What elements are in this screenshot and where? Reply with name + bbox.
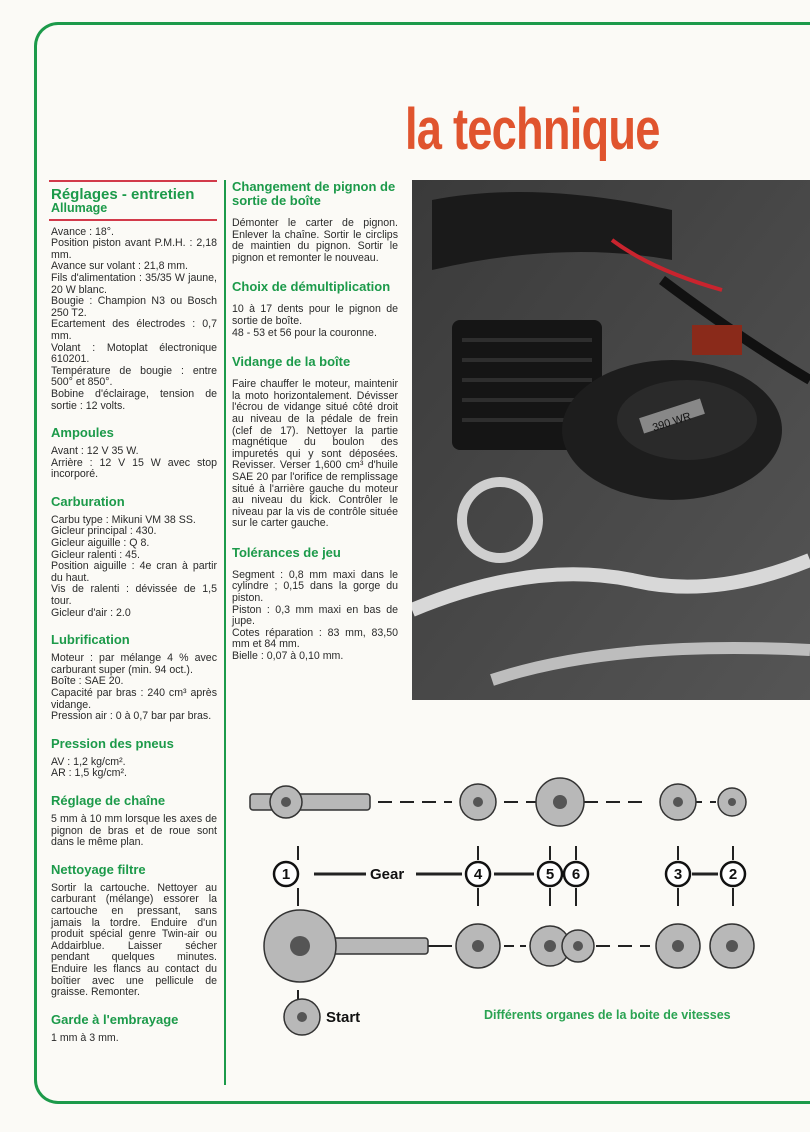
section-heading: Nettoyage filtre [51, 861, 146, 877]
spec-line: AV : 1,2 kg/cm². [51, 755, 126, 768]
spec-line: Fils d'alimentation : 35/35 W jaune, 20 … [51, 271, 217, 296]
sub-heading: Allumage [51, 201, 108, 215]
spec-line: 48 - 53 et 56 pour la couronne. [232, 326, 377, 339]
section-heading: Tolérances de jeu [232, 544, 341, 560]
red-rule [49, 218, 217, 221]
section-heading: Garde à l'embrayage [51, 1011, 179, 1027]
start-label: Start [326, 1009, 360, 1026]
spec-line: Avant : 12 V 35 W. [51, 445, 139, 458]
spec-line: Avance : 18°. [51, 225, 114, 238]
gear-number: 6 [572, 866, 580, 883]
spec-line: Segment : 0,8 mm maxi dans le cylindre ;… [232, 568, 398, 605]
spec-line: Avance sur volant : 21,8 mm. [51, 260, 188, 273]
spec-line: Ecartement des électrodes : 0,7 mm. [51, 318, 217, 342]
spec-line: Bougie : Champion N3 ou Bosch 250 T2. [51, 295, 217, 319]
spec-line: Position piston avant P.M.H. : 2,18 mm. [51, 237, 217, 261]
engine-photo: 390 WR [412, 180, 810, 700]
spec-line: Position aiguille : 4e cran à partir du … [51, 560, 217, 584]
left-column: Réglages - entretien Allumage Avance : 1… [49, 180, 217, 1044]
spec-line: Vis de ralenti : dévissée de 1,5 tour. [51, 583, 217, 608]
spec-line: Gicleur ralenti : 45. [51, 548, 140, 561]
column-divider [224, 180, 226, 1085]
spec-line: AR : 1,5 kg/cm². [51, 767, 127, 780]
diagram-caption: Différents organes de la boite de vitess… [484, 1008, 731, 1022]
spec-line: Boîte : SAE 20. [51, 675, 124, 688]
gear-number: 3 [674, 866, 682, 883]
gear-number: 2 [729, 866, 737, 883]
body-text: 1 mm à 3 mm. [51, 1031, 119, 1044]
section-heading: Vidange de la boîte [232, 354, 351, 370]
section-heading: Lubrification [51, 632, 130, 648]
body-text: Sortir la cartouche. Nettoyer au carbura… [51, 881, 217, 999]
spec-line: Gicleur d'air : 2.0 [51, 606, 131, 619]
section-heading: Pression des pneus [51, 735, 174, 751]
spec-line: Arrière : 12 V 15 W avec stop incorporé. [51, 456, 217, 481]
spec-line: Moteur : par mélange 4 % avec carburant … [51, 652, 217, 676]
main-heading: Réglages - entretien [51, 186, 195, 203]
spec-line: Bielle : 0,07 à 0,10 mm. [232, 650, 344, 663]
red-rule [49, 180, 217, 182]
spec-line: Piston : 0,3 mm maxi en bas de jupe. [232, 603, 398, 628]
spec-line: Pression air : 0 à 0,7 bar par bras. [51, 710, 212, 723]
section-heading: Carburation [51, 493, 125, 509]
spec-line: Carbu type : Mikuni VM 38 SS. [51, 513, 196, 526]
section-heading: Changement de pignon de sortie de boîte [232, 179, 396, 208]
section-heading: Ampoules [51, 425, 114, 441]
body-text: Faire chauffer le moteur, maintenir la m… [232, 378, 398, 530]
section-heading: Choix de démultiplication [232, 279, 391, 295]
spec-line: 10 à 17 dents pour le pignon de sortie d… [232, 303, 398, 327]
spec-line: Capacité par bras : 240 cm³ après vidang… [51, 687, 217, 711]
spec-line: Bobine d'éclairage, tension de sortie : … [51, 387, 217, 412]
section-heading: Réglage de chaîne [51, 792, 166, 808]
spec-line: Gicleur aiguille : Q 8. [51, 537, 150, 550]
page-border [34, 22, 810, 1104]
body-text: 5 mm à 10 mm lorsque les axes de pignon … [51, 812, 217, 849]
gear-number: 5 [546, 866, 554, 883]
body-text: Démonter le carter de pignon. Enlever la… [232, 217, 398, 264]
gearbox-diagram: 1 4 5 6 3 2 Gear Start [249, 777, 755, 1036]
gear-number: 1 [282, 866, 290, 883]
gear-label: Gear [370, 866, 404, 883]
spec-line: Gicleur principal : 430. [51, 525, 157, 538]
spec-line: Température de bougie : entre 500° et 85… [51, 364, 217, 389]
gear-number: 4 [474, 866, 483, 883]
spec-line: Cotes réparation : 83 mm, 83,50 mm et 84… [232, 626, 398, 651]
spec-line: Volant : Motoplat électronique 610201. [51, 341, 217, 366]
middle-column: Changement de pignon de sortie de boîte … [232, 180, 398, 663]
page-title: la technique [405, 97, 660, 162]
